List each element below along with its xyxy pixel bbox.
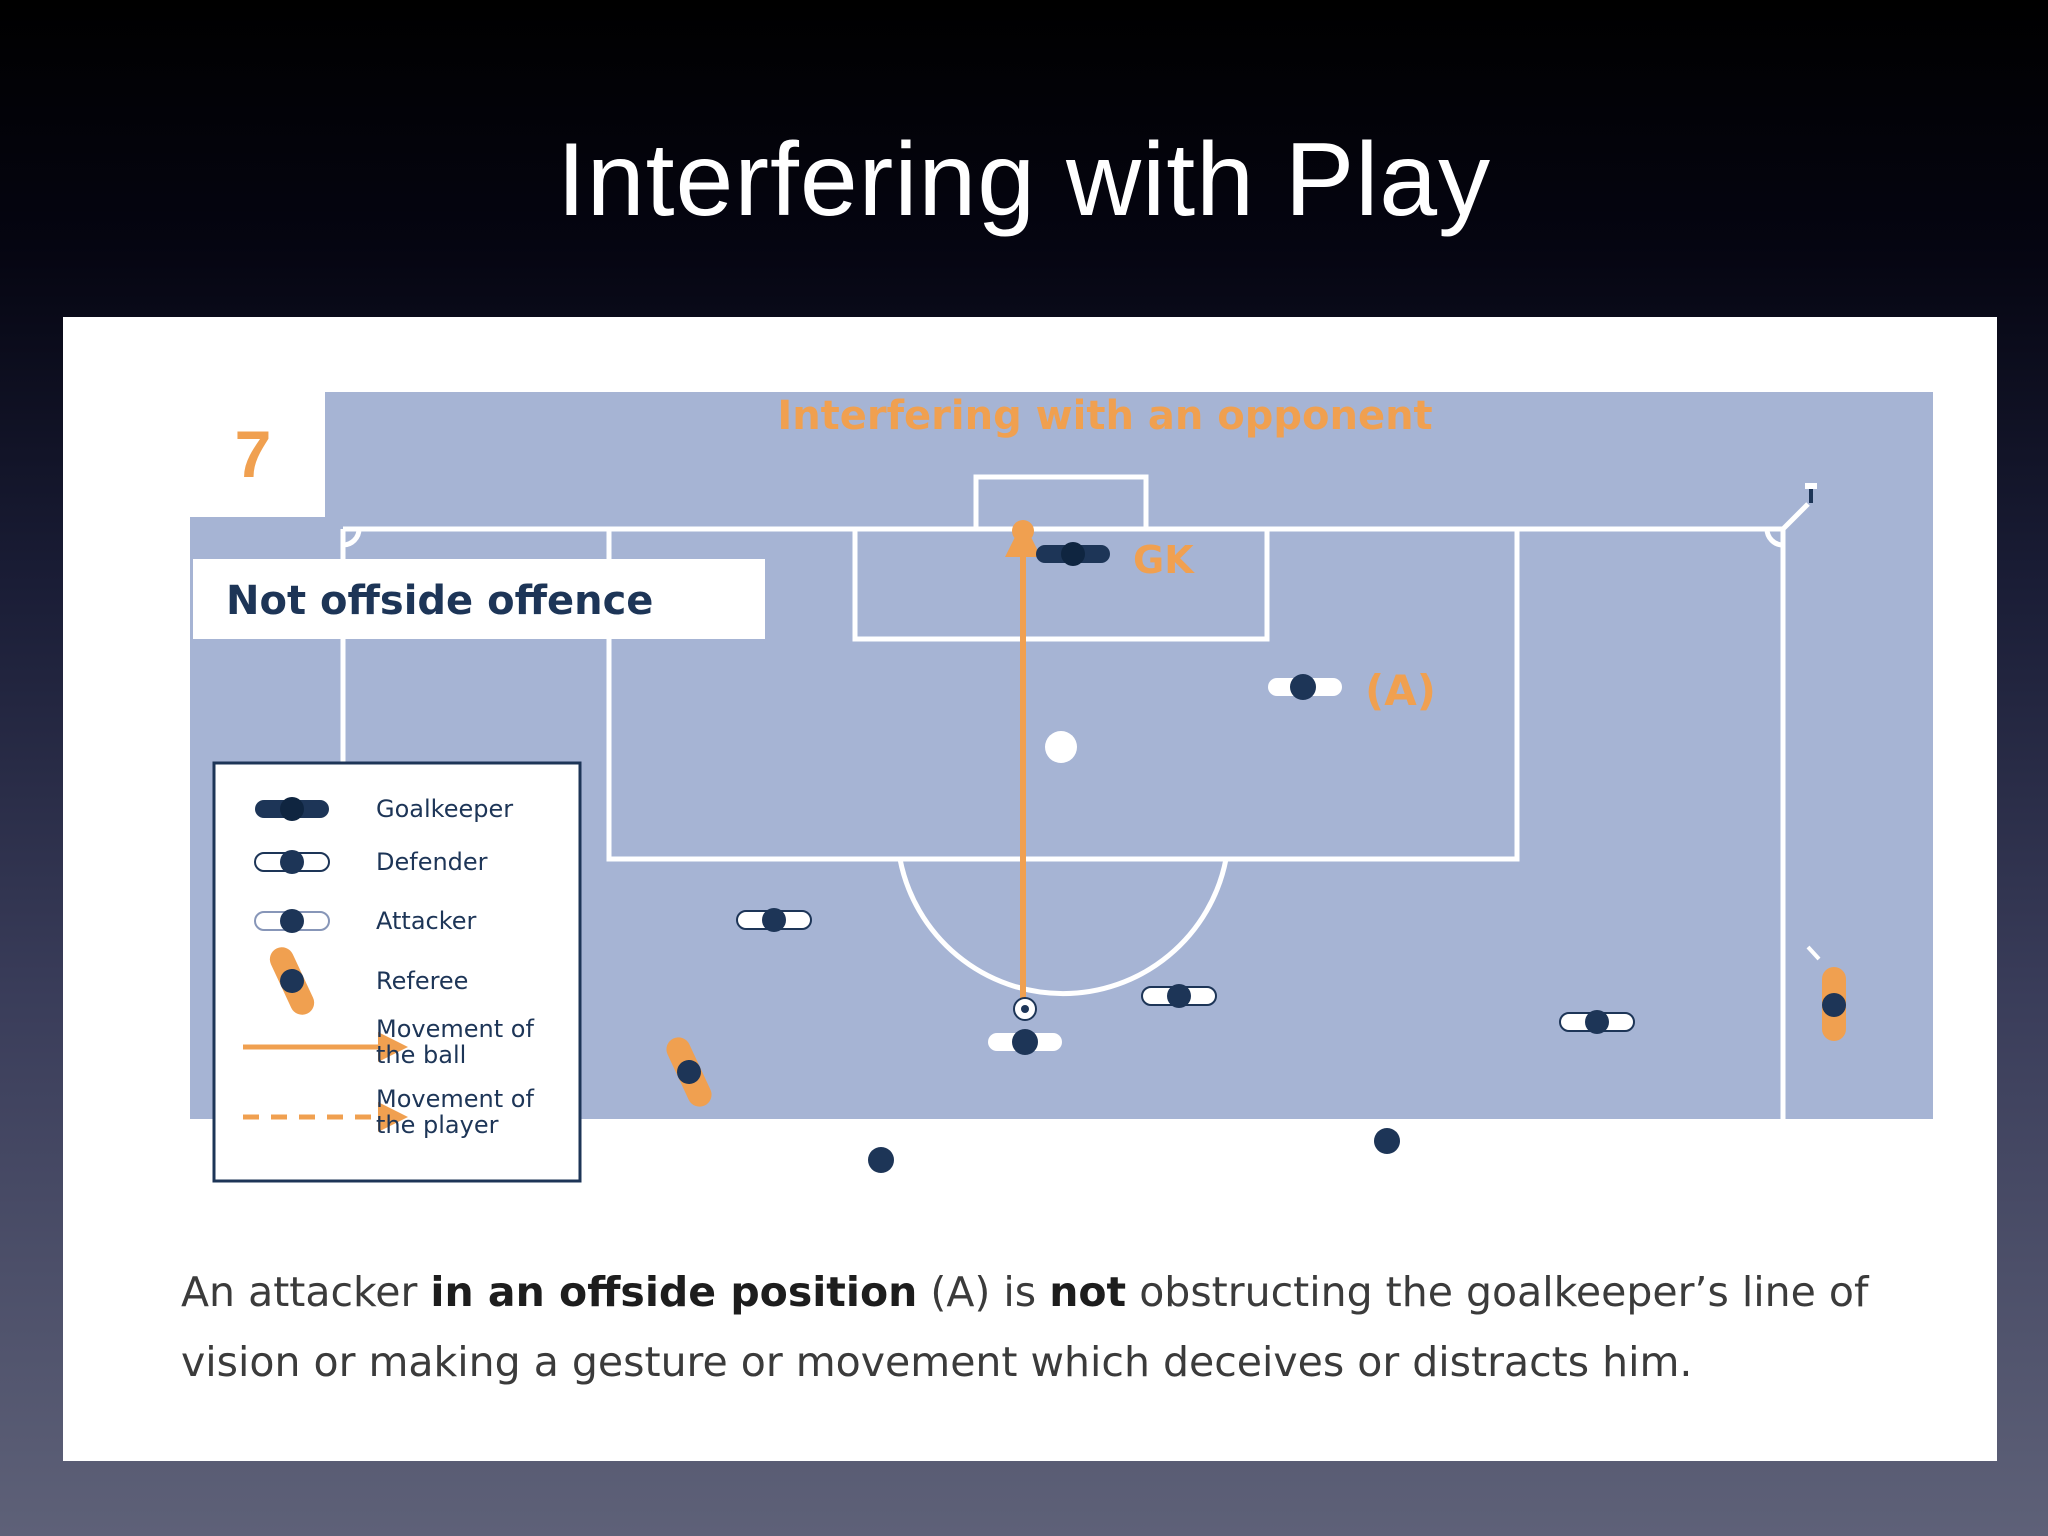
attacker-icon [844, 1147, 918, 1173]
assistant-referee-icon [1806, 945, 1846, 1041]
legend-referee-label: Referee [376, 967, 468, 995]
offside-diagram-card: 7 Interfering with an opponent Not offsi… [63, 317, 1997, 1461]
goalkeeper-tag: GK [1133, 538, 1195, 582]
caption-part3: obstructing the goalkeeper’s line of vis… [181, 1268, 1869, 1386]
figure-caption: An attacker in an offside position (A) i… [181, 1257, 1941, 1397]
attacker-a-icon [1268, 674, 1342, 700]
legend-goalkeeper-label: Goalkeeper [376, 795, 513, 823]
caption-part2: (A) is [917, 1268, 1050, 1316]
verdict-box [193, 559, 765, 639]
corner-flag-line [1781, 502, 1810, 531]
legend-box: Goalkeeper Defender Attacker Referee Mov… [212, 761, 582, 1183]
corner-arc-right [1764, 528, 1784, 548]
legend-player-movement-label-line1: Movement of [376, 1085, 534, 1113]
ball-target-dot [1012, 520, 1034, 542]
legend-player-movement-label-line2: the player [376, 1111, 499, 1139]
caption-part1: An attacker [181, 1268, 431, 1316]
legend-ball-movement-label-line1: Movement of [376, 1015, 534, 1043]
offside-diagram: 7 Interfering with an opponent Not offsi… [190, 392, 1933, 1183]
referee-icon [666, 1037, 712, 1107]
caption-bold2: not [1049, 1268, 1127, 1316]
slide-title: Interfering with Play [556, 122, 1492, 238]
ball-icon [1013, 997, 1037, 1021]
attacker-icon [1350, 1128, 1424, 1154]
figure-heading: Interfering with an opponent [777, 393, 1432, 439]
figure-number: 7 [235, 417, 272, 491]
goalkeeper-icon [1036, 542, 1110, 566]
defender-icon [1559, 1010, 1635, 1034]
figure-number-box [190, 392, 325, 517]
legend-attacker-icon [254, 909, 330, 933]
legend-attacker-label: Attacker [376, 907, 477, 935]
legend-goalkeeper-icon [255, 797, 329, 821]
corner-arc-left [342, 528, 362, 548]
corner-flag-icon [1805, 483, 1817, 503]
legend-ball-movement-label-line2: the ball [376, 1041, 466, 1069]
verdict-label: Not offside offence [226, 578, 653, 624]
legend-referee-icon [269, 947, 315, 1015]
pitch-lines [340, 474, 1810, 1119]
penalty-arc [897, 858, 1229, 996]
attacker-icon [988, 1029, 1062, 1055]
legend-defender-icon [254, 850, 330, 874]
goal-frame [973, 474, 1149, 532]
attacker-a-tag: (A) [1365, 666, 1436, 715]
penalty-spot [1045, 731, 1077, 763]
legend-defender-label: Defender [376, 848, 488, 876]
defender-icon [1141, 984, 1217, 1008]
caption-bold1: in an offside position [430, 1268, 918, 1316]
defender-icon [736, 908, 812, 932]
